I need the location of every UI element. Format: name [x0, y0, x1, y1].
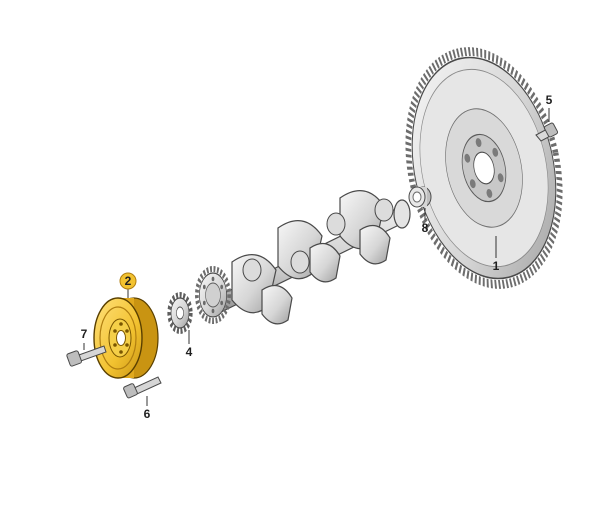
- needle-bearing: [408, 186, 432, 208]
- label-pulley: 2: [125, 274, 132, 288]
- label-flywheel-bolt: 5: [546, 93, 553, 107]
- crankshaft: [205, 190, 411, 325]
- flywheel-bolt: [535, 122, 559, 142]
- label-pulley-bolt: 6: [144, 407, 151, 421]
- pulley-bolt: [123, 376, 162, 399]
- crank-front-gear: [195, 266, 231, 324]
- label-needle-bearing: 8: [422, 221, 429, 235]
- pulley-label-badge: [119, 272, 137, 290]
- crank-pulley: [93, 297, 159, 379]
- flywheel: [405, 47, 563, 289]
- label-timing-gear: 4: [186, 345, 193, 359]
- label-center-bolt: 7: [81, 327, 88, 341]
- timing-gear: [167, 292, 193, 334]
- label-flywheel: 1: [493, 259, 500, 273]
- center-bolt: [66, 345, 107, 367]
